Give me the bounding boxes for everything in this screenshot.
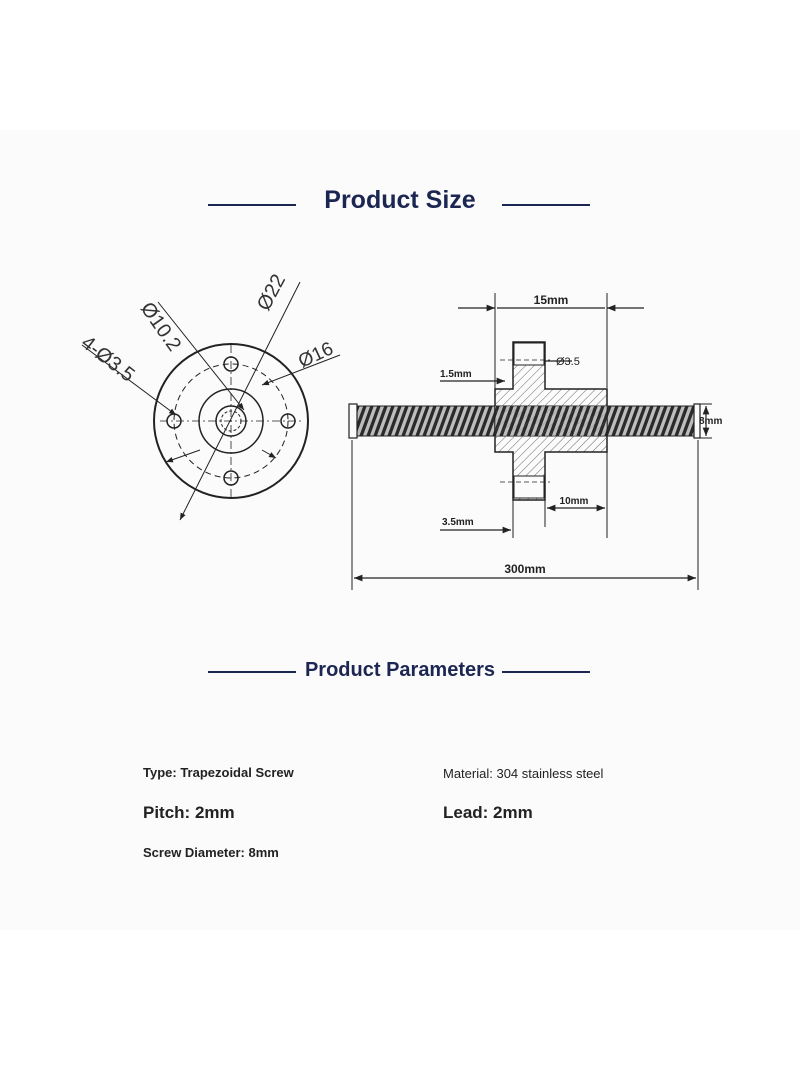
- param-type: Type: Trapezoidal Screw: [143, 765, 294, 780]
- product-parameters-title: Product Parameters: [0, 659, 800, 682]
- label-holes: 4-Ø3.5: [77, 332, 139, 387]
- params-rule-right: [502, 671, 590, 673]
- title-rule-right: [502, 204, 590, 206]
- title-rule-left: [208, 204, 296, 206]
- product-size-title: Product Size: [0, 186, 800, 215]
- label-hole-offset: 3.5mm: [442, 517, 474, 528]
- label-dia-16: Ø16: [295, 338, 336, 372]
- flange-outer-circle: [153, 343, 309, 499]
- label-total-length: 300mm: [504, 562, 545, 576]
- param-screw-diameter: Screw Diameter: 8mm: [143, 845, 279, 860]
- param-pitch: Pitch: 2mm: [143, 803, 235, 822]
- label-hole: Ø3.5: [556, 356, 580, 368]
- label-screw-diameter: 8mm: [699, 416, 722, 427]
- params-rule-left: [208, 671, 296, 673]
- label-nut-length: 15mm: [534, 293, 569, 307]
- label-body-length: 10mm: [560, 496, 589, 507]
- param-lead: Lead: 2mm: [443, 803, 533, 822]
- label-flange-thickness: 1.5mm: [440, 369, 472, 380]
- label-dia-22: Ø22: [253, 271, 290, 315]
- screw-side-view: [348, 293, 712, 590]
- content-panel: [0, 130, 800, 930]
- param-material: Material: 304 stainless steel: [443, 766, 604, 781]
- flange-front-view: [81, 281, 341, 521]
